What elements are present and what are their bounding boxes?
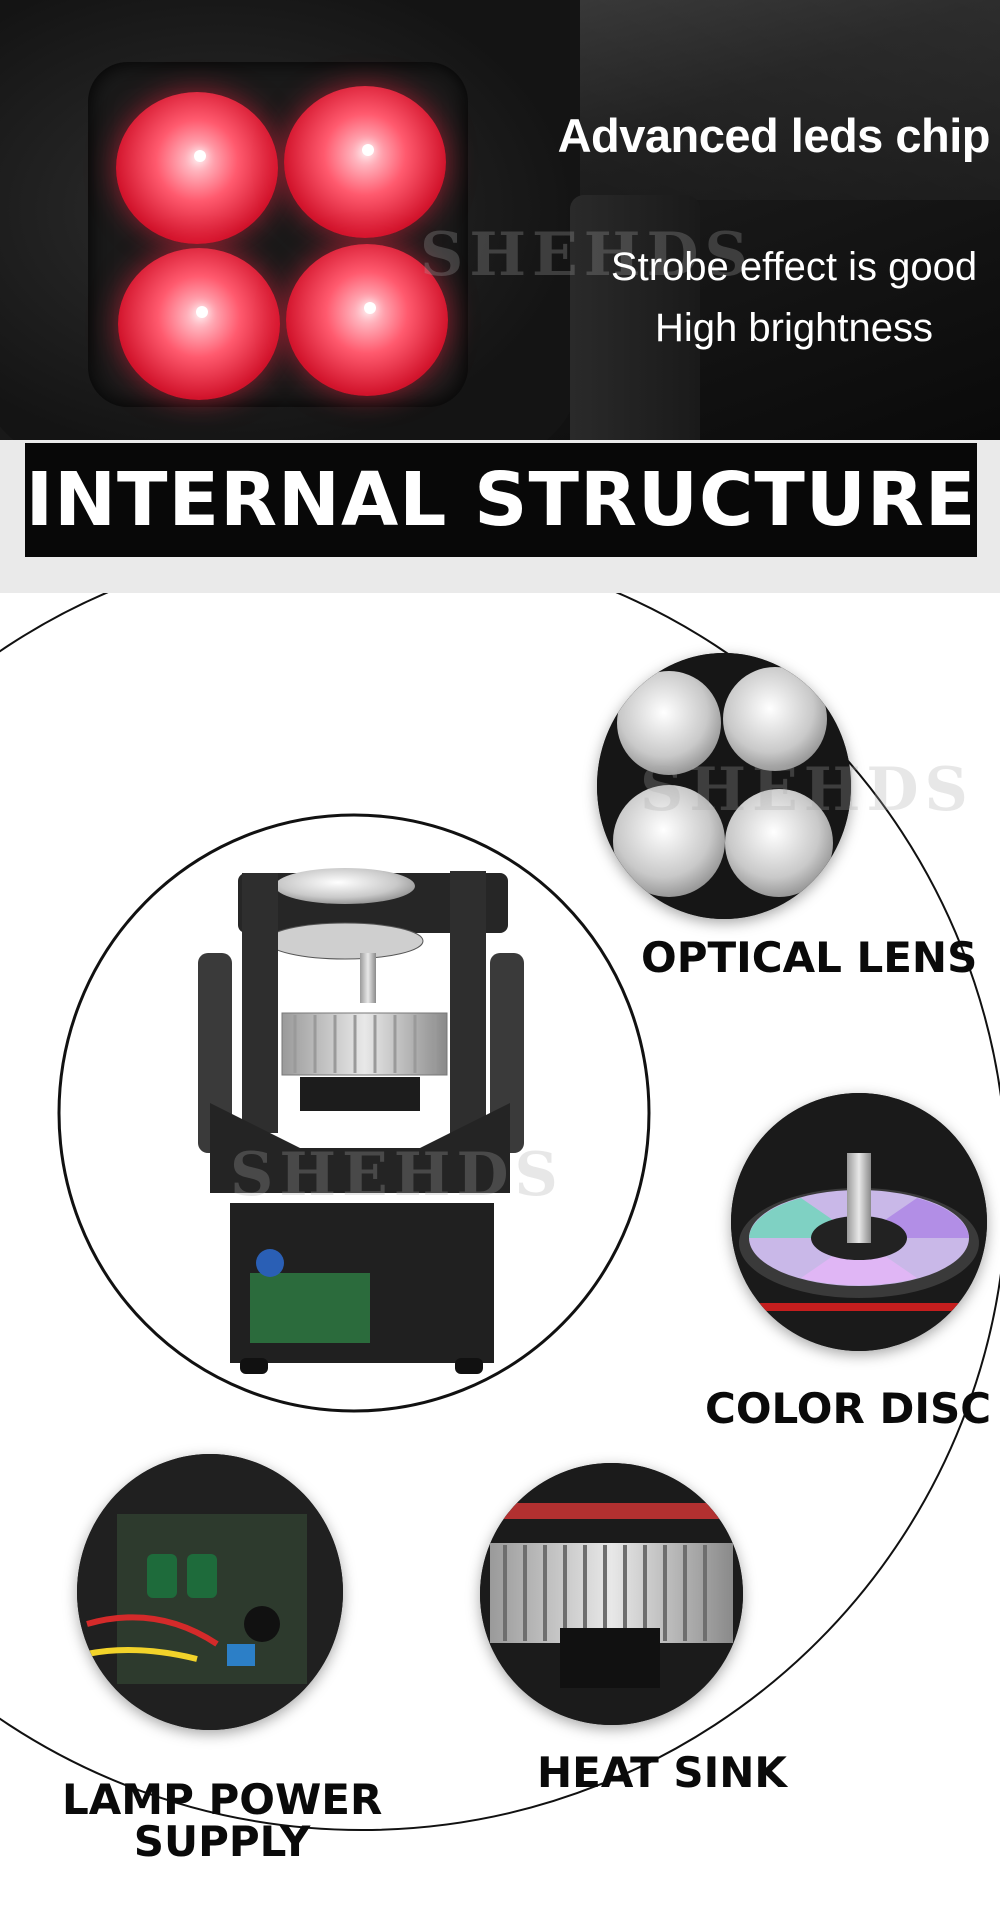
led-lens-bottom-left: [118, 248, 280, 400]
label-lamp-power-line2: SUPPLY: [133, 1817, 311, 1866]
led-lens-top-right: [284, 86, 446, 238]
heat-sink-photo: [480, 1463, 743, 1725]
label-lamp-power-line1: LAMP POWER: [62, 1775, 383, 1824]
power-board-icon: [77, 1454, 343, 1730]
optical-lens-photo: [597, 653, 851, 919]
lens-cluster-icon: [597, 653, 851, 919]
feature-strobe: Strobe effect is good: [610, 245, 978, 289]
led-lens-bottom-right: [286, 244, 448, 396]
feature-brightness: High brightness: [655, 306, 933, 350]
lamp-power-supply-photo: [77, 1454, 343, 1730]
heat-sink-icon: [480, 1463, 743, 1725]
label-optical-lens: OPTICAL LENS: [641, 933, 978, 982]
outer-ring: [0, 593, 1000, 1831]
led-lens-frame: [88, 62, 468, 407]
hero-section: SHEHDS Advanced leds chip Strobe effect …: [0, 0, 1000, 440]
inner-ring: [57, 813, 651, 1413]
label-heat-sink: HEAT SINK: [537, 1748, 787, 1797]
fixture-yoke-arm: [570, 195, 700, 440]
label-color-disc: COLOR DISC: [705, 1384, 992, 1433]
structure-diagram: [0, 593, 1000, 1831]
fixture-internal-view: [198, 868, 524, 1374]
label-lamp-power-supply: LAMP POWER SUPPLY: [62, 1779, 382, 1863]
color-disc-photo: [731, 1093, 987, 1351]
led-lens-top-left: [116, 92, 278, 244]
section-banner: INTERNAL STRUCTURE: [25, 443, 977, 557]
hero-title: Advanced leds chip: [557, 109, 991, 162]
section-title: INTERNAL STRUCTURE: [25, 457, 977, 543]
color-wheel-icon: [731, 1093, 987, 1351]
